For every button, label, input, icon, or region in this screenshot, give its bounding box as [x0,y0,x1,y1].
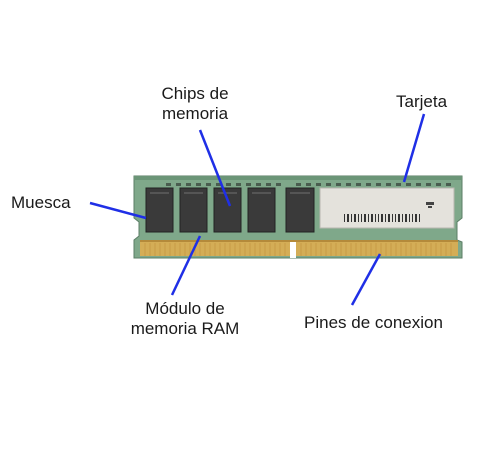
label-chips-de-memoria: Chips de memoria [140,84,250,124]
memory-chip [247,187,276,233]
pointer-pines [350,253,382,306]
label-modulo-de-memoria-ram: Módulo de memoria RAM [112,299,258,339]
ram-module [133,175,463,259]
label-tarjeta: Tarjeta [396,92,448,111]
pointer-muesca [89,201,147,220]
memory-chip [179,187,208,233]
components-row [166,183,451,186]
pointer-lines [89,113,426,306]
sticker-logo [426,202,434,208]
label-muesca: Muesca [11,193,71,212]
connector-pins [140,240,458,258]
memory-chip [145,187,174,233]
sticker-label [319,187,455,229]
label-chips-line-2: memoria [161,104,229,123]
barcode [344,214,420,222]
pcb-top-edge [134,176,462,180]
pointer-tarjeta [402,113,426,183]
pointer-chips [198,129,232,207]
memory-chip [285,187,315,233]
label-modulo-line-2: memoria RAM [130,319,240,338]
memory-chip [213,187,242,233]
label-pines-de-conexion: Pines de conexion [304,313,443,332]
label-chips-line-1: Chips de [161,84,229,103]
memory-chips [145,187,315,233]
label-modulo-line-1: Módulo de [145,299,225,318]
pointer-modulo [170,235,202,296]
